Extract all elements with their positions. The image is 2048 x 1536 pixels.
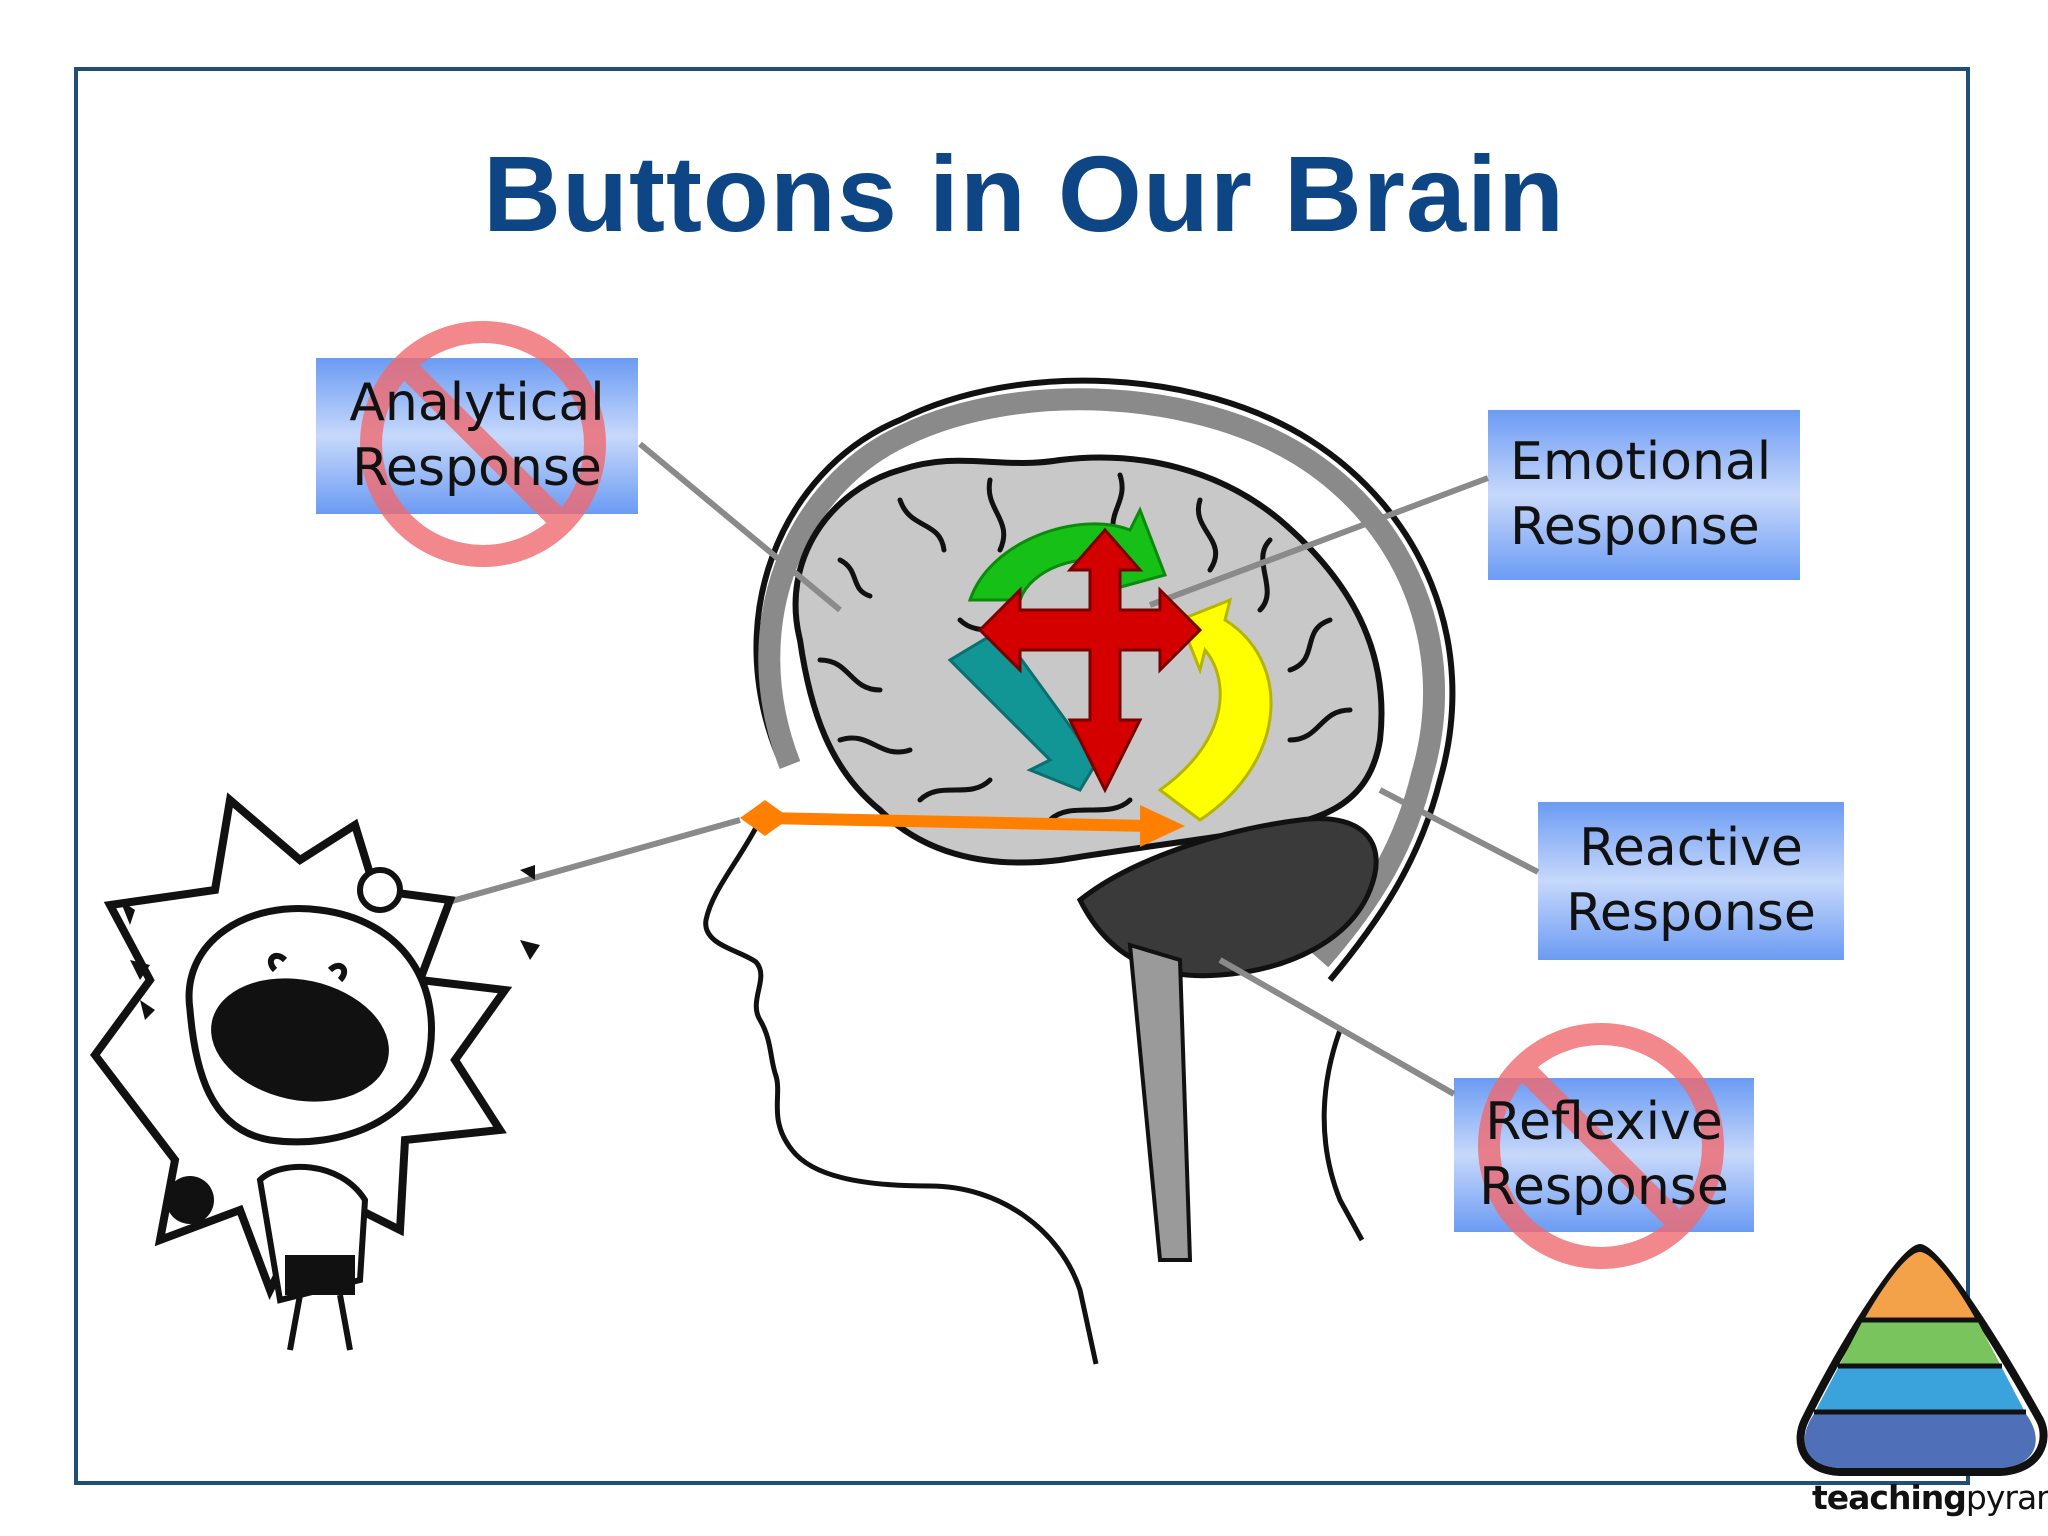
analytical-line2: Response xyxy=(352,438,602,498)
reactive-line2: Response xyxy=(1566,883,1816,943)
no-symbol-analytical xyxy=(360,321,606,567)
yellow-arrow xyxy=(1157,597,1273,822)
reactive-response-label: Reactive Response xyxy=(1538,802,1844,960)
reflexive-line2: Response xyxy=(1479,1157,1729,1217)
orange-arrow xyxy=(740,800,1185,847)
analytical-response-label: Analytical Response xyxy=(316,358,638,514)
pointer-lines xyxy=(419,441,1540,1097)
emotional-line2: Response xyxy=(1510,497,1760,557)
emotional-line1: Emotional xyxy=(1510,432,1772,492)
reflexive-response-label: Reflexive Response xyxy=(1454,1078,1754,1232)
logo-word-regular: pyramid xyxy=(1965,1478,2048,1517)
reactive-box-bg xyxy=(1538,802,1844,960)
emotional-box-bg xyxy=(1488,410,1800,580)
emotional-response-label: Emotional Response xyxy=(1488,410,1800,580)
neck-back-line xyxy=(1321,1029,1365,1242)
teaching-pyramid-logo xyxy=(1796,1243,2048,1476)
slide-title: Buttons in Our Brain xyxy=(483,133,1565,254)
slide-frame xyxy=(74,67,1970,1485)
no-symbol-reflexive xyxy=(1478,1023,1724,1269)
brain-stem xyxy=(1127,942,1193,1262)
logo-word-bold: teaching xyxy=(1812,1478,1967,1517)
reflexive-line1: Reflexive xyxy=(1485,1092,1723,1152)
red-cross-arrow xyxy=(977,527,1203,794)
reactive-line1: Reactive xyxy=(1579,818,1803,878)
screaming-child-icon xyxy=(90,792,540,1351)
head-outline xyxy=(703,818,1099,1365)
logo-wordmark: teachingpyramid xyxy=(1812,1478,2048,1517)
skull-bone xyxy=(758,388,1445,968)
analytical-line1: Analytical xyxy=(349,373,605,433)
skull-outline xyxy=(753,377,1456,982)
